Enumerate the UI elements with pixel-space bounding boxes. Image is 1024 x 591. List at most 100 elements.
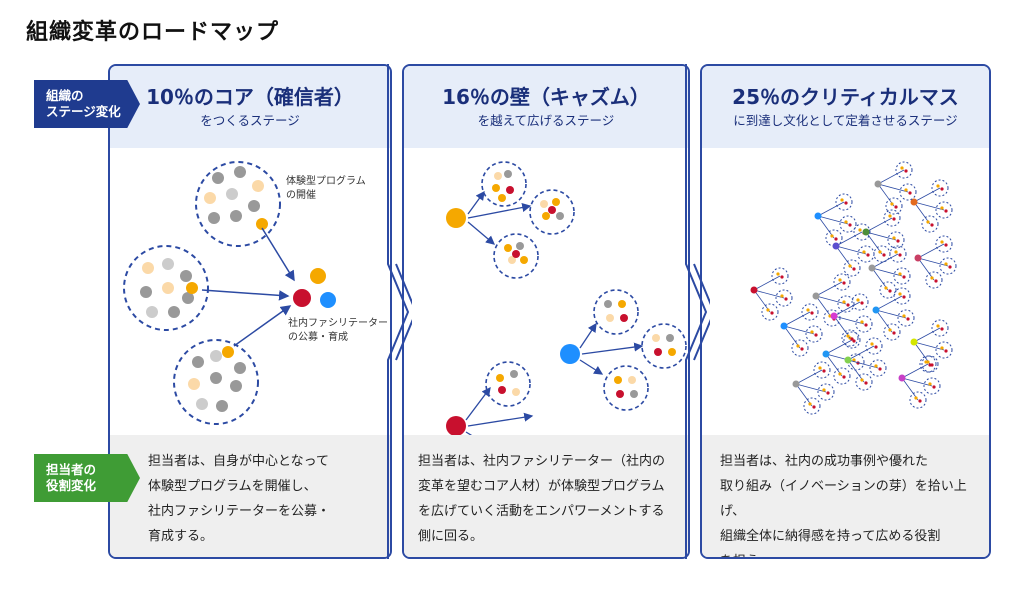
network-group-circle <box>919 355 937 373</box>
network-edge <box>753 275 781 291</box>
network-group-circle <box>775 289 793 307</box>
stage-panel-3-description: 担当者は、社内の成功事例や優れた 取り組み（イノベーションの芽）を拾い上げ、 組… <box>720 449 989 557</box>
network-dot <box>898 272 902 276</box>
network-dot <box>826 391 830 395</box>
network-dot <box>860 378 864 382</box>
network-dot <box>844 201 848 205</box>
arrow <box>467 221 495 245</box>
network-dot <box>896 239 900 243</box>
stage-panel-2-title: 16％の壁（キャズム） <box>442 85 650 109</box>
stage-change-tag: 組織の ステージ変化 <box>34 80 140 128</box>
network-edge <box>871 267 889 291</box>
network-dot <box>948 265 952 269</box>
network-edge <box>913 341 931 365</box>
network-group-circle <box>869 359 887 377</box>
network-group-circle <box>935 341 953 359</box>
network-edge <box>795 383 813 407</box>
group-dots <box>188 346 246 412</box>
network-dot <box>852 267 856 271</box>
network-dot <box>944 243 948 247</box>
network-edge <box>847 359 879 369</box>
network-dot <box>894 250 898 254</box>
arrow <box>233 305 292 347</box>
arrow <box>581 342 644 355</box>
network-dot <box>900 166 904 170</box>
network-dot <box>838 278 842 282</box>
network-group-circle <box>885 197 903 215</box>
network-dot <box>838 372 842 376</box>
core-formation-diagram: 体験型プログラム の開催 社内ファシリテーター の公募・育成 <box>123 161 388 425</box>
arrow <box>467 203 532 219</box>
network-edge <box>825 339 853 355</box>
description-line: 体験型プログラムを開催し、 <box>148 479 317 494</box>
chevron-arrow-icon <box>387 64 412 559</box>
group-circle <box>641 323 687 369</box>
network-dot <box>882 253 886 257</box>
description-line: 担当者は、自身が中心となって <box>148 454 329 469</box>
network-group-circle <box>879 281 897 299</box>
network-hub <box>780 322 788 330</box>
network-edge <box>901 377 933 387</box>
facilitator-hub <box>560 344 580 364</box>
arrow <box>579 359 604 375</box>
network-group-circle <box>843 331 861 349</box>
network-hub <box>872 306 880 314</box>
network-group-circle <box>899 183 917 201</box>
network-graph <box>750 161 957 415</box>
network-hub <box>914 254 922 262</box>
network-dot <box>888 328 892 332</box>
arrow <box>467 412 534 427</box>
group-dots <box>204 166 268 230</box>
network-group-circle <box>855 373 873 391</box>
network-edge <box>917 243 945 259</box>
network-dot <box>810 330 814 334</box>
network-hub <box>868 264 876 272</box>
network-hub <box>844 356 852 364</box>
network-hub <box>898 374 906 382</box>
network-group-circle <box>893 287 911 305</box>
network-edge <box>833 315 851 339</box>
network-edge <box>901 363 929 379</box>
arrow <box>465 386 491 421</box>
facilitator-annotation-line1: 社内ファシリテーター <box>288 316 388 329</box>
network-dot <box>940 346 944 350</box>
network-dot <box>902 314 906 318</box>
network-dot <box>780 275 784 279</box>
network-dot <box>870 342 874 346</box>
arrow <box>467 190 485 215</box>
network-edge <box>835 231 863 247</box>
group-circle <box>485 361 531 407</box>
stage-tag-line1: 組織の <box>46 88 84 103</box>
network-dot <box>902 275 906 279</box>
network-edge <box>795 383 827 393</box>
network-group-circle <box>835 193 853 211</box>
stage-tag-line2: ステージ変化 <box>46 104 121 119</box>
network-dot <box>776 272 780 276</box>
network-edge <box>913 341 945 351</box>
network-dot <box>918 399 922 403</box>
group-circle <box>593 289 639 335</box>
description-line: 組織全体に納得感を持って広める役割 <box>720 529 941 544</box>
network-group-circle <box>839 215 857 233</box>
network-hub <box>814 212 822 220</box>
facilitator-annotation-line2: の公募・育成 <box>288 330 348 343</box>
network-dot <box>860 320 864 324</box>
network-group-circle <box>923 377 941 395</box>
network-edge <box>815 295 847 305</box>
network-dot <box>806 308 810 312</box>
network-edge <box>917 257 949 267</box>
network-group-circle <box>895 161 913 179</box>
role-change-tag: 担当者の 役割変化 <box>34 454 140 502</box>
network-edge <box>901 377 919 401</box>
description-line: 取り組み（イノベーションの芽）を拾い上げ、 <box>720 479 967 519</box>
network-dot <box>930 276 934 280</box>
network-group-circle <box>837 295 855 313</box>
network-edge <box>783 311 811 327</box>
page-title: 組織変革のロードマップ <box>26 20 280 45</box>
network-dot <box>818 366 822 370</box>
network-group-circle <box>803 397 821 415</box>
description-line: 社内ファシリテーターを公募・ <box>148 504 331 519</box>
network-edge <box>835 245 853 269</box>
network-dot <box>940 240 944 244</box>
network-edge <box>847 359 865 383</box>
